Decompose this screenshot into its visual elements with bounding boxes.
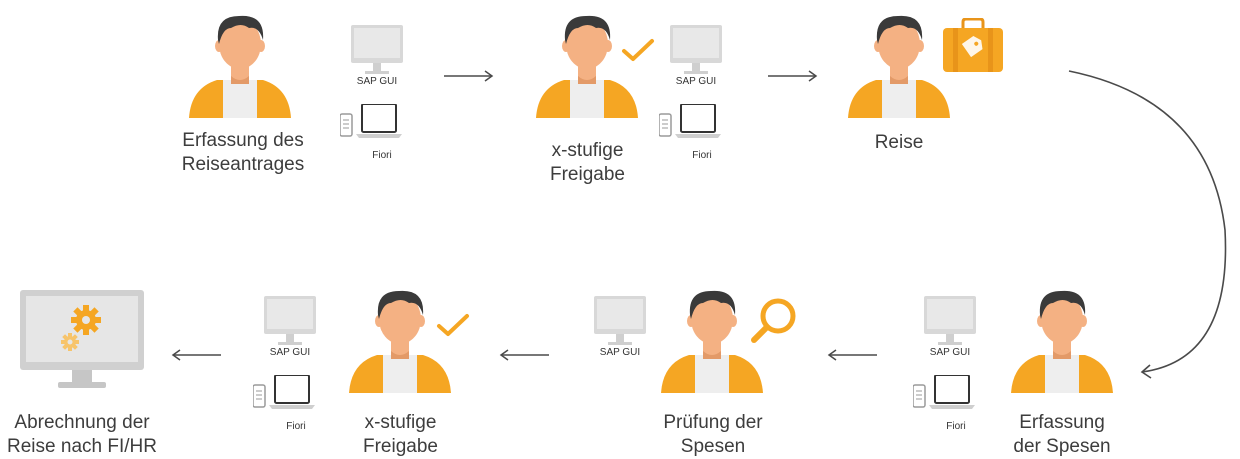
- checkmark-icon: [622, 39, 654, 61]
- sap-gui-label: SAP GUI: [675, 76, 717, 87]
- person-icon-traveler: [842, 10, 956, 122]
- label-line: Erfassung: [1019, 412, 1105, 433]
- sap-gui-label: SAP GUI: [356, 76, 398, 87]
- checkmark-icon: [437, 314, 469, 336]
- fiori-devices-icon: [252, 374, 317, 416]
- step-label-approval: x-stufige Freigabe: [530, 139, 645, 187]
- fiori-label: Fiori: [692, 150, 712, 161]
- arrow-left-icon: [171, 349, 221, 361]
- label-line: der Spesen: [1013, 436, 1111, 457]
- person-icon-expense-approver: [343, 285, 457, 397]
- label-line: Freigabe: [550, 164, 625, 185]
- arrow-right-icon: [768, 70, 818, 82]
- label-line: Reise: [874, 132, 924, 153]
- monitor-icon: [924, 296, 976, 351]
- label-line: Reiseantrages: [181, 154, 305, 175]
- step-label-expense-entry: Erfassung der Spesen: [997, 411, 1127, 459]
- label-line: Spesen: [680, 436, 746, 457]
- step-label-expense-review: Prüfung der Spesen: [648, 411, 778, 459]
- label-line: x-stufige: [364, 412, 437, 433]
- arrow-right-icon: [444, 70, 494, 82]
- person-icon-expense-entry: [1005, 285, 1119, 397]
- arrow-left-icon: [827, 349, 877, 361]
- label-line: Prüfung der: [663, 412, 763, 433]
- person-icon-requester: [183, 10, 297, 122]
- suitcase-icon: [943, 18, 1003, 72]
- arrow-left-icon: [499, 349, 549, 361]
- step-label-request-entry: Erfassung des Reiseantrages: [168, 129, 318, 177]
- sap-gui-label: SAP GUI: [599, 347, 641, 358]
- monitor-icon: [264, 296, 316, 351]
- label-line: Erfassung des: [182, 130, 304, 151]
- fiori-devices-icon: [339, 103, 404, 145]
- magnifier-icon: [751, 298, 796, 343]
- step-label-settlement: Abrechnung der Reise nach FI/HR: [2, 411, 162, 459]
- fiori-label: Fiori: [372, 150, 392, 161]
- monitor-icon: [351, 25, 403, 80]
- person-icon-approver: [530, 10, 644, 122]
- computer-gears-icon: [20, 290, 144, 388]
- fiori-devices-icon: [912, 374, 977, 416]
- fiori-label: Fiori: [286, 421, 306, 432]
- step-label-expense-approval: x-stufige Freigabe: [343, 411, 458, 459]
- curved-arrow-icon: [1068, 70, 1227, 379]
- monitor-icon: [670, 25, 722, 80]
- sap-gui-label: SAP GUI: [929, 347, 971, 358]
- fiori-label: Fiori: [946, 421, 966, 432]
- step-label-trip: Reise: [842, 131, 956, 155]
- label-line: x-stufige: [551, 140, 624, 161]
- sap-gui-label: SAP GUI: [269, 347, 311, 358]
- monitor-icon: [594, 296, 646, 351]
- label-line: Abrechnung der: [14, 412, 150, 433]
- label-line: Freigabe: [363, 436, 438, 457]
- fiori-devices-icon: [658, 103, 723, 145]
- label-line: Reise nach FI/HR: [7, 436, 157, 457]
